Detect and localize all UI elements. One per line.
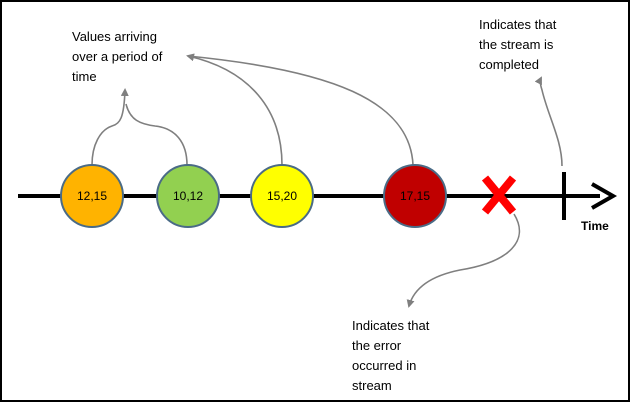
error-x-icon bbox=[481, 175, 517, 215]
arrow-values-bracket bbox=[91, 88, 129, 166]
marble-circle-4 bbox=[383, 164, 447, 228]
error-note-line-4: stream bbox=[352, 378, 392, 393]
value-marble-3: 15,20 bbox=[250, 164, 314, 228]
error-note-line-3: occurred in bbox=[352, 358, 416, 373]
values-note-line-1: Values arriving bbox=[72, 29, 157, 44]
completed-note-line-1: Indicates that bbox=[479, 17, 557, 32]
error-note-line-2: the error bbox=[352, 338, 402, 353]
arrow-values-bracket-right bbox=[125, 103, 188, 166]
timeline-arrowhead bbox=[591, 182, 618, 210]
value-marble-2: 10,12 bbox=[156, 164, 220, 228]
completed-note-line-2: the stream is bbox=[479, 37, 554, 52]
error-annotation: Indicates that the error occurred in str… bbox=[352, 318, 430, 393]
completed-note-line-3: completed bbox=[479, 57, 539, 72]
marble-circle-1 bbox=[60, 164, 124, 228]
values-note-line-2: over a period of bbox=[72, 49, 163, 64]
marble-label-1: 12,15 bbox=[77, 189, 107, 203]
value-marble-4: 17,15 bbox=[383, 164, 447, 228]
values-annotation: Values arriving over a period of time bbox=[72, 29, 163, 84]
marble-label-2: 10,12 bbox=[173, 189, 203, 203]
value-marble-1: 12,15 bbox=[60, 164, 124, 228]
error-note-line-1: Indicates that bbox=[352, 318, 430, 333]
arrow-value-3 bbox=[186, 53, 283, 166]
marble-label-4: 17,15 bbox=[400, 189, 430, 203]
timeline-axis-label: Time bbox=[581, 219, 609, 233]
arrow-value-4 bbox=[187, 55, 414, 166]
completed-annotation: Indicates that the stream is completed bbox=[479, 17, 557, 72]
arrow-completed bbox=[534, 76, 563, 167]
marble-circle-2 bbox=[156, 164, 220, 228]
values-note-line-3: time bbox=[72, 69, 97, 84]
marble-label-3: 15,20 bbox=[267, 189, 297, 203]
marble-circle-3 bbox=[250, 164, 314, 228]
arrow-error bbox=[406, 213, 520, 308]
